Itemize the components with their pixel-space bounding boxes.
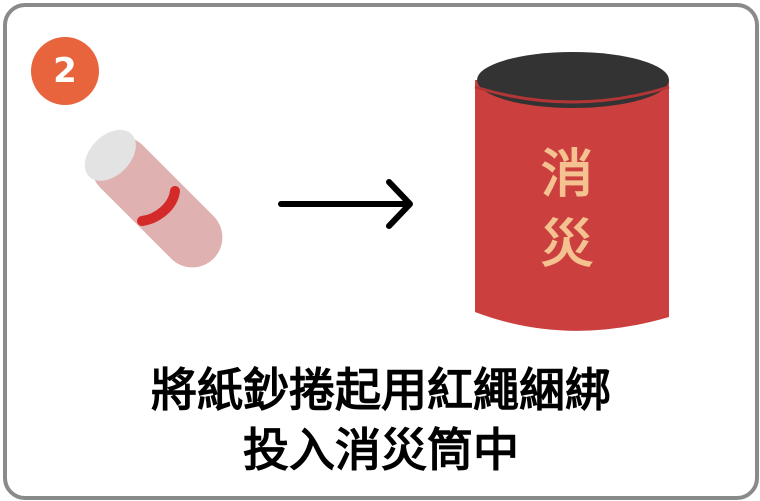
can-label-xiao: 消 xyxy=(540,145,593,205)
disaster-can-icon xyxy=(474,52,670,331)
caption-line-2: 投入消災筒中 xyxy=(243,423,519,477)
step-number-badge: 2 xyxy=(31,37,99,105)
right-arrow-icon xyxy=(278,179,413,229)
step-number: 2 xyxy=(53,51,77,91)
can-label-zai: 災 xyxy=(540,215,593,275)
illustration xyxy=(84,52,670,331)
caption-line-1: 將紙鈔捲起用紅繩綑綁 xyxy=(151,363,611,417)
instruction-card: 2 消 災 將紙鈔捲起用紅繩綑綁 投入消災筒中 xyxy=(3,3,759,500)
red-string-icon xyxy=(137,186,180,226)
rolled-bill-icon xyxy=(84,129,223,268)
